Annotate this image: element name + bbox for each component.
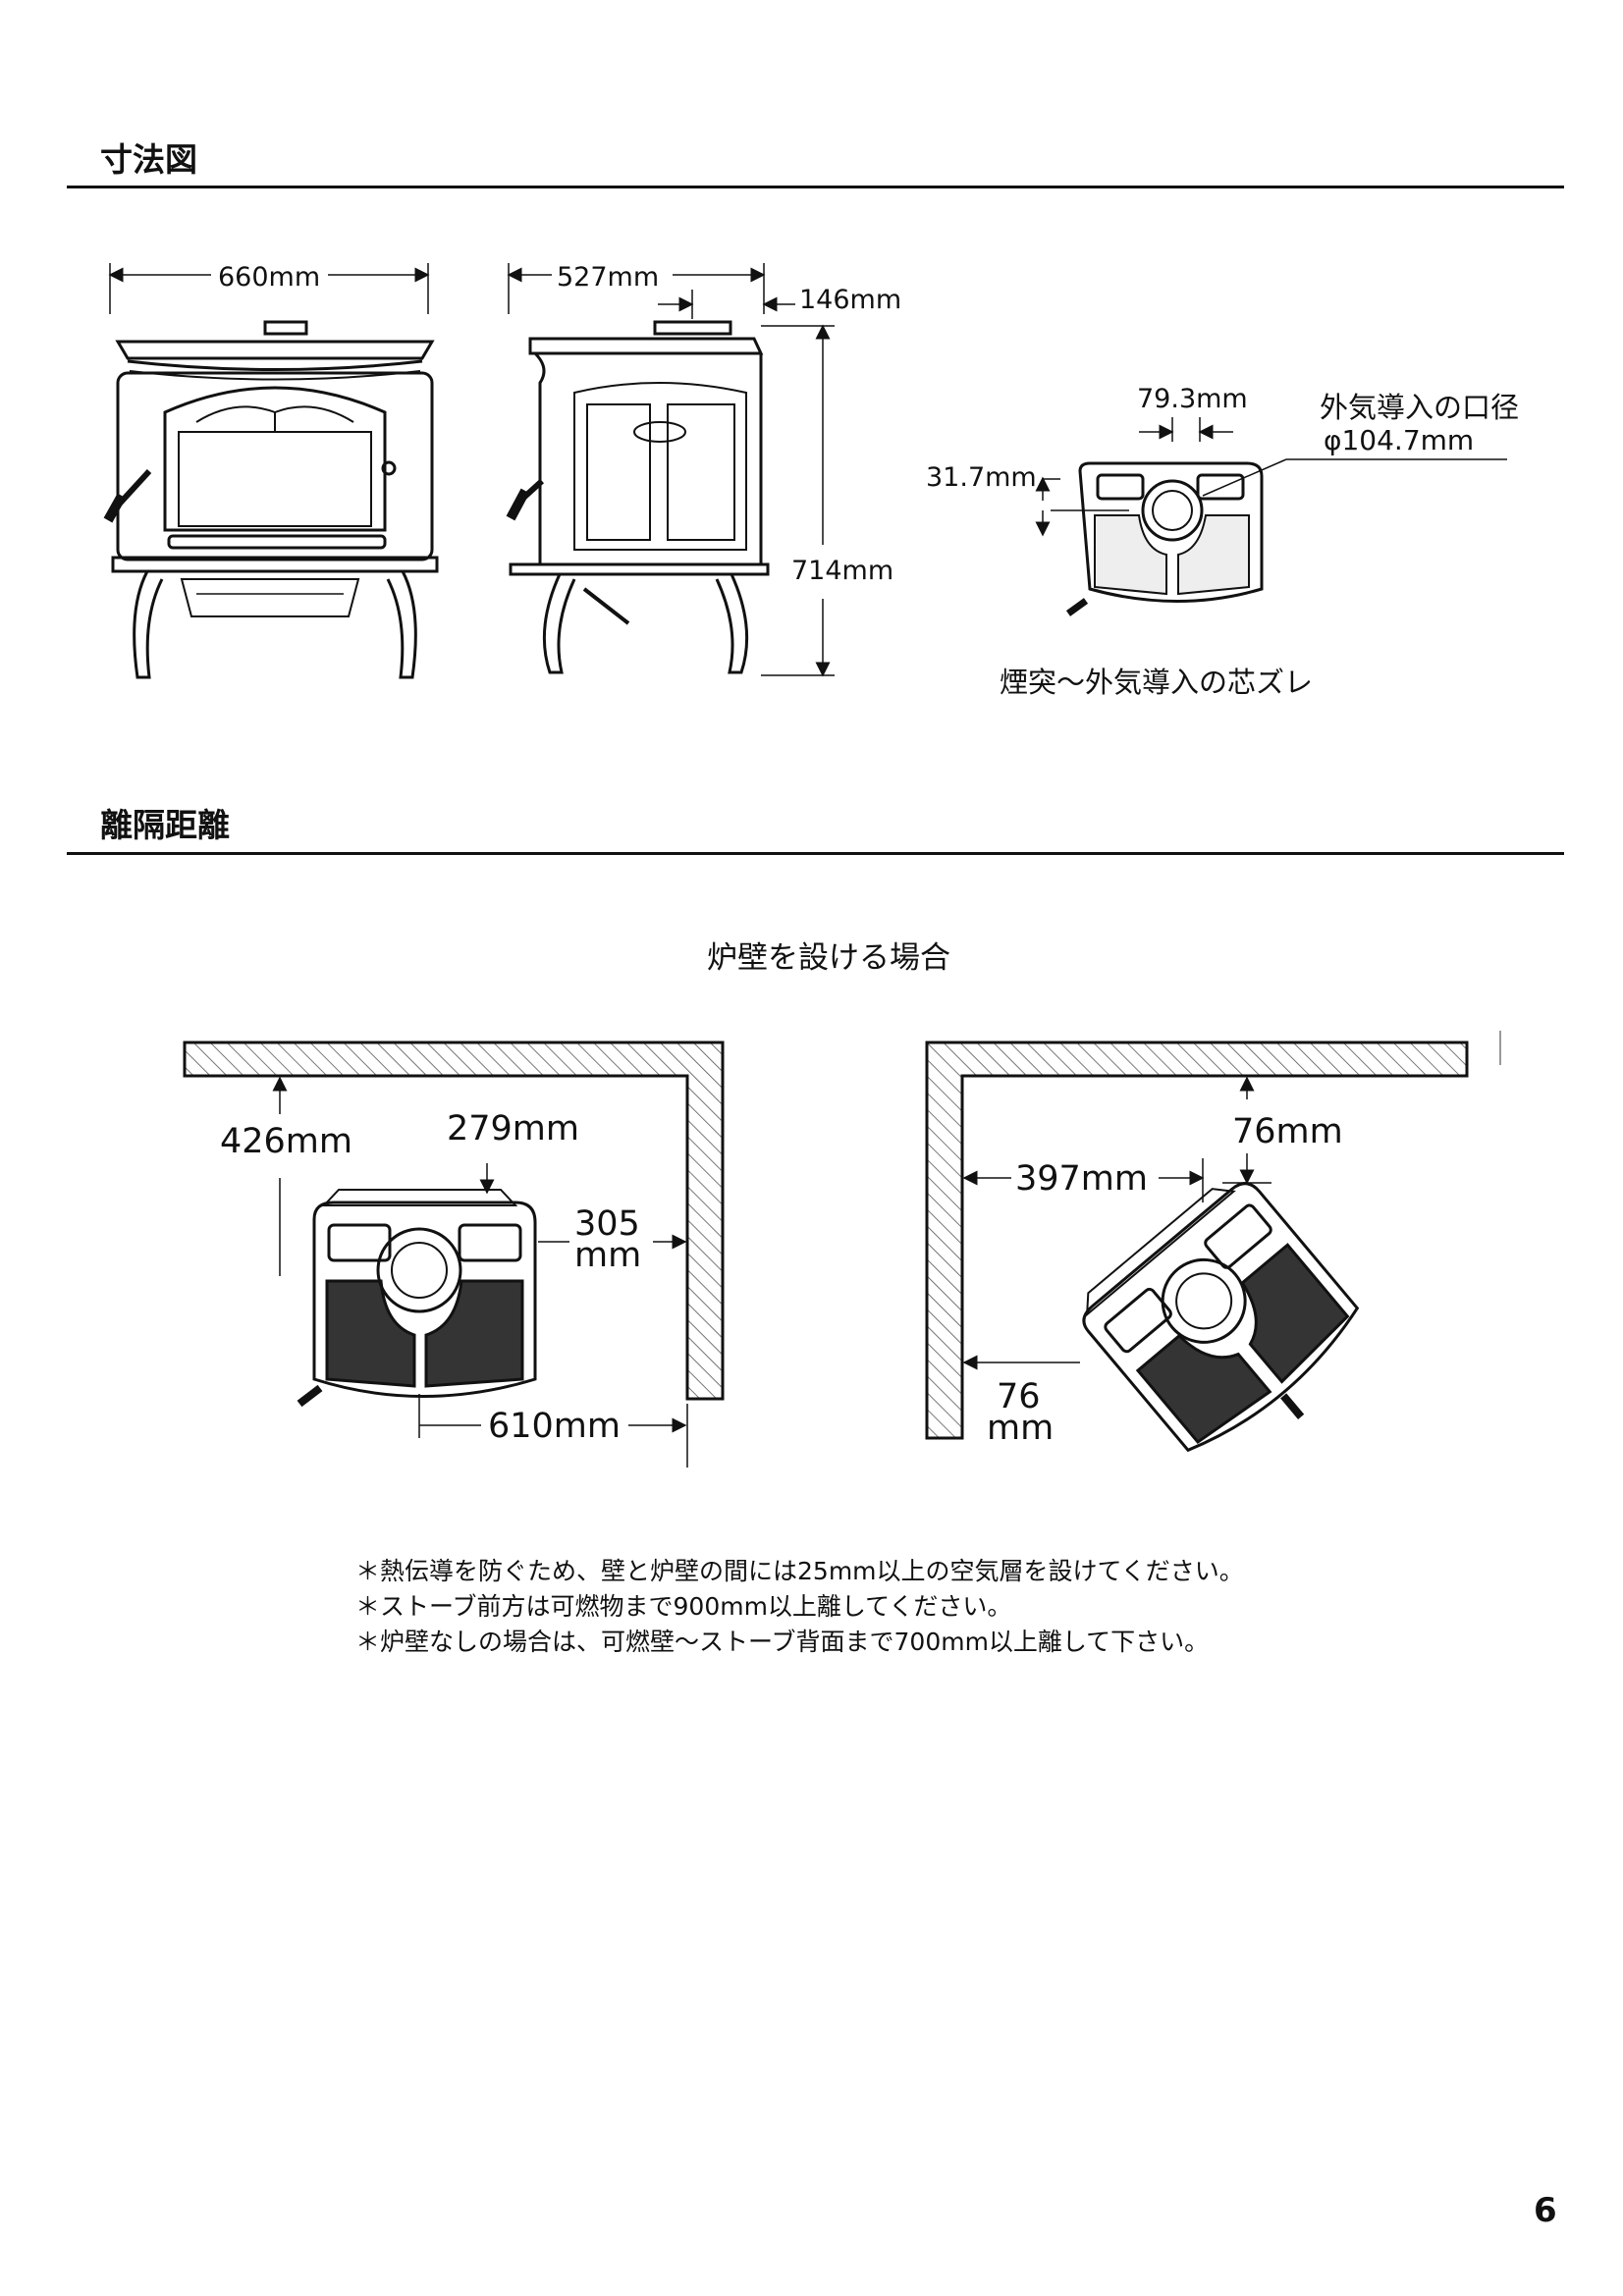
clearance-center-right: 397mm — [1015, 1159, 1148, 1199]
dimension-lines-top — [108, 263, 1507, 677]
clearance-diagram-corner: 76mm 397mm 76 mm — [925, 1031, 1501, 1453]
page-number: 6 — [1534, 2191, 1557, 2230]
dim-front-width: 660mm — [218, 262, 320, 293]
clearance-side-left: 426mm — [220, 1122, 352, 1161]
clearance-side-right-2: mm — [987, 1409, 1054, 1448]
clearance-wall-left-1: 305 — [574, 1204, 640, 1244]
clearance-lines-right — [962, 1076, 1271, 1370]
dim-height: 714mm — [791, 556, 893, 586]
clearance-diagram-parallel: 426mm 279mm 305 mm 610mm — [183, 1041, 725, 1468]
dim-flue-offset: 146mm — [799, 285, 901, 315]
section-rule-dimensions — [67, 186, 1564, 188]
clearance-rear-left: 279mm — [447, 1109, 579, 1148]
clearance-wall-left-2: mm — [574, 1236, 641, 1275]
clearance-center-left: 610mm — [488, 1407, 621, 1446]
section-title-clearance: 離隔距離 — [100, 806, 230, 844]
stove-front-view — [103, 320, 439, 679]
dim-top-offset-x: 79.3mm — [1137, 384, 1248, 414]
stove-top-view — [1065, 461, 1264, 616]
clearance-lines-left — [272, 1076, 688, 1468]
top-view-caption: 煙突～外気導入の芯ズレ — [1000, 666, 1313, 699]
clearance-rear-right: 76mm — [1232, 1112, 1343, 1151]
note-item: ＊炉壁なしの場合は、可燃壁～ストーブ背面まで700mm以上離して下さい。 — [355, 1628, 1210, 1656]
note-item: ＊熱伝導を防ぐため、壁と炉壁の間には25mm以上の空気層を設けてください。 — [355, 1557, 1244, 1585]
dim-top-offset-y: 31.7mm — [926, 462, 1037, 493]
section-title-dimensions: 寸法図 — [100, 140, 197, 179]
stove-top-view-left — [297, 1189, 537, 1408]
air-inlet-diameter: φ104.7mm — [1324, 424, 1474, 456]
notes-list: ＊熱伝導を防ぐため、壁と炉壁の間には25mm以上の空気層を設けてください。 ＊ス… — [355, 1554, 1244, 1660]
section-rule-clearance — [67, 852, 1564, 855]
note-item: ＊ストーブ前方は可燃物まで900mm以上離してください。 — [355, 1592, 1012, 1621]
stove-side-view — [506, 320, 770, 674]
clearance-side-right-1: 76 — [997, 1377, 1041, 1416]
dim-side-depth: 527mm — [557, 262, 659, 293]
subtitle-with-hearth-wall: 炉壁を設ける場合 — [707, 940, 950, 976]
stove-top-view-right — [1082, 1182, 1360, 1453]
air-inlet-label: 外気導入の口径 — [1320, 391, 1519, 424]
